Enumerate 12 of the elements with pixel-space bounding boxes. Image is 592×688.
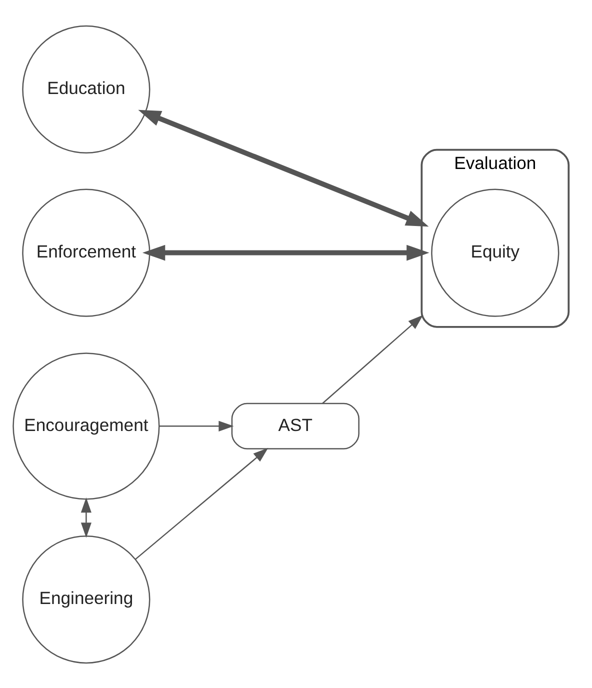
arrow [138,109,429,226]
node-circle: Education [22,24,150,154]
arrow [134,447,268,560]
arrow [142,244,430,260]
arrow [80,497,92,538]
node-box: AST [231,402,360,449]
arrow [322,314,424,404]
node-circle: Engineering [22,534,150,664]
arrow [159,420,234,431]
node-circle: Equity [431,188,560,316]
node-circle: Encouragement [12,352,160,500]
node-circle: Enforcement [22,188,150,316]
